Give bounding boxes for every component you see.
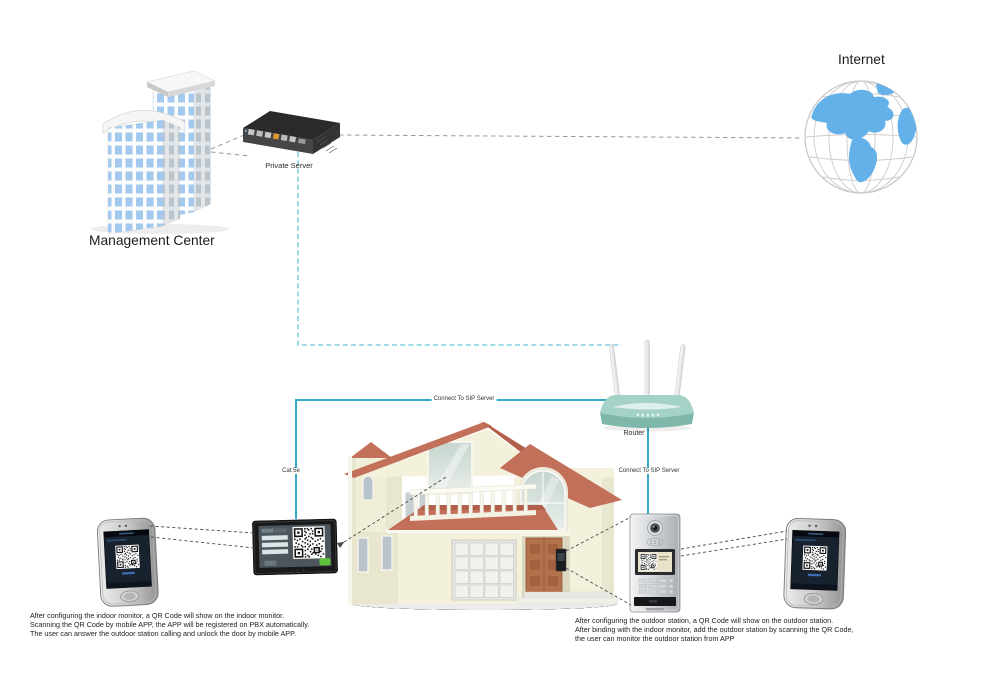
router-label: Router (623, 430, 645, 437)
note-line: After binding with the indoor monitor, a… (575, 625, 854, 634)
house-steps (517, 591, 619, 605)
private-server-label: Private Server (265, 161, 313, 170)
house-window (381, 535, 393, 571)
door-intercom-device (555, 548, 567, 572)
house-tower-window (362, 475, 374, 501)
note-line: Scanning the QR Code by mobile APP, the … (30, 620, 310, 629)
note-line: After configuring the outdoor station, a… (575, 616, 834, 625)
router-device (600, 339, 694, 432)
note-line: the user can monitor the outdoor station… (575, 634, 735, 643)
internet-label: Internet (838, 52, 885, 67)
line-server-internet (338, 134, 804, 139)
line-monitor-router-sip (295, 399, 610, 519)
note-line: The user can answer the outdoor station … (30, 629, 296, 638)
house-tower-roof (350, 442, 392, 458)
note-line: After configuring the indoor monitor, a … (30, 611, 285, 620)
note-outdoor-station: After configuring the outdoor station, a… (575, 616, 854, 643)
private-server-device (243, 111, 340, 154)
connector-phone-monitor (149, 525, 255, 549)
connector-door-outdoor-station (565, 516, 632, 606)
house-illustration (344, 421, 622, 610)
station-camera (647, 520, 663, 536)
connect-sip-server-label-right: Connect To SIP Server (616, 468, 682, 474)
house-garage-door (451, 539, 517, 601)
station-brand-label (646, 608, 664, 611)
indoor-monitor-device (252, 518, 338, 576)
station-keypad (638, 578, 674, 594)
station-speaker (646, 537, 664, 547)
outdoor-station-device (629, 513, 681, 613)
house-window (357, 537, 369, 573)
mobile-phone-left (97, 518, 159, 609)
note-indoor-monitor: After configuring the indoor monitor, a … (30, 611, 309, 638)
connector-outdoor-station-phone (680, 530, 788, 557)
mobile-phone-right (783, 518, 846, 611)
house-balcony-railing (409, 483, 537, 521)
cat5e-label: Cat 5e (280, 468, 302, 474)
internet-globe (804, 80, 918, 194)
line-server-router-dashed (297, 152, 622, 346)
house-balcony-window (427, 441, 473, 495)
connect-sip-server-label-top: Connect To SIP Server (431, 396, 497, 402)
router-antennas (608, 339, 686, 403)
station-screen (635, 549, 675, 575)
monitor-green-button (319, 558, 331, 566)
management-center-label: Management Center (89, 233, 215, 248)
management-center-buildings (90, 70, 230, 235)
station-card-reader (634, 597, 676, 606)
house-main-roof-left (344, 422, 492, 478)
